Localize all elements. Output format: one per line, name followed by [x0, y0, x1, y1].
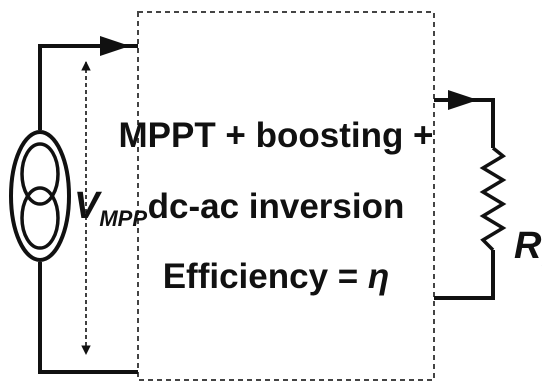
efficiency-text: Efficiency = [163, 257, 368, 296]
vmpp-subscript: MPP [99, 206, 147, 231]
current-source-icon [9, 130, 71, 262]
eta-symbol: η [368, 257, 389, 296]
load-label: RL [514, 225, 542, 271]
output-top-wire [434, 98, 495, 148]
load-resistor-icon [479, 146, 507, 252]
block-line-3: Efficiency = η [163, 257, 390, 296]
output-bottom-wire [434, 250, 495, 300]
block-line-1: MPPT + boosting + [118, 116, 433, 155]
vmpp-main: V [74, 185, 102, 227]
load-main: R [514, 225, 542, 267]
source-bottom-wire [38, 262, 138, 374]
converter-block [137, 11, 435, 381]
block-line-2: dc-ac inversion [148, 187, 405, 226]
input-current-arrow [100, 36, 130, 56]
output-current-arrow [448, 90, 478, 110]
vmpp-label: VMPP [74, 185, 147, 231]
